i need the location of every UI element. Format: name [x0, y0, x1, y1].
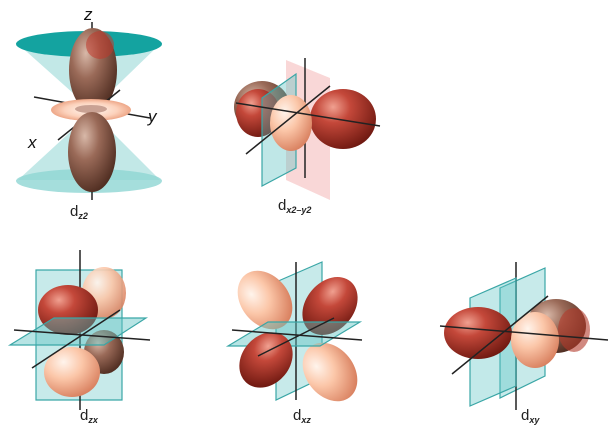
torus-hole — [75, 105, 107, 113]
lobe-lower-front — [44, 347, 100, 397]
orbital-dzx: dzx — [7, 250, 151, 425]
lobe-back-right-tint — [558, 308, 590, 352]
y-axis — [231, 329, 363, 341]
x-axis-label: x — [27, 133, 37, 152]
orbital-dx2y2: dx2–y2 — [234, 58, 381, 215]
orbital-label-dzx: dzx — [80, 407, 99, 425]
lobe-upper-left — [237, 270, 293, 330]
orbital-label-dxz: dxz — [293, 407, 311, 425]
x-axis — [451, 295, 549, 375]
lobe-upper-right — [302, 277, 358, 335]
y-axis — [235, 102, 381, 127]
lobe-left — [236, 89, 280, 137]
z-axis-label: z — [83, 5, 93, 24]
orbital-dz2: z y x dz2 — [16, 5, 162, 221]
lobe-lower-right — [302, 342, 358, 402]
upper-lobe-highlight — [86, 31, 114, 59]
lobe-left — [444, 307, 512, 359]
lobe-front — [511, 312, 559, 368]
x-axis — [31, 309, 121, 369]
y-axis-label: y — [147, 107, 158, 126]
lower-lobe — [68, 112, 116, 192]
lobe-upper-front — [38, 285, 98, 335]
x-axis — [245, 85, 331, 155]
horizontal-plane — [7, 317, 149, 346]
orbital-label-dz2: dz2 — [70, 203, 88, 221]
lobe-front — [270, 95, 312, 151]
orbital-dxz: dxz — [225, 261, 363, 425]
y-axis — [439, 325, 609, 341]
orbital-label-dxy: dxy — [521, 407, 540, 425]
orbital-dxy: dxy — [439, 262, 609, 425]
horizontal-plane — [225, 321, 363, 347]
x-axis — [257, 317, 335, 357]
lobe-right — [310, 89, 376, 149]
orbital-label-dx2y2: dx2–y2 — [278, 197, 311, 215]
